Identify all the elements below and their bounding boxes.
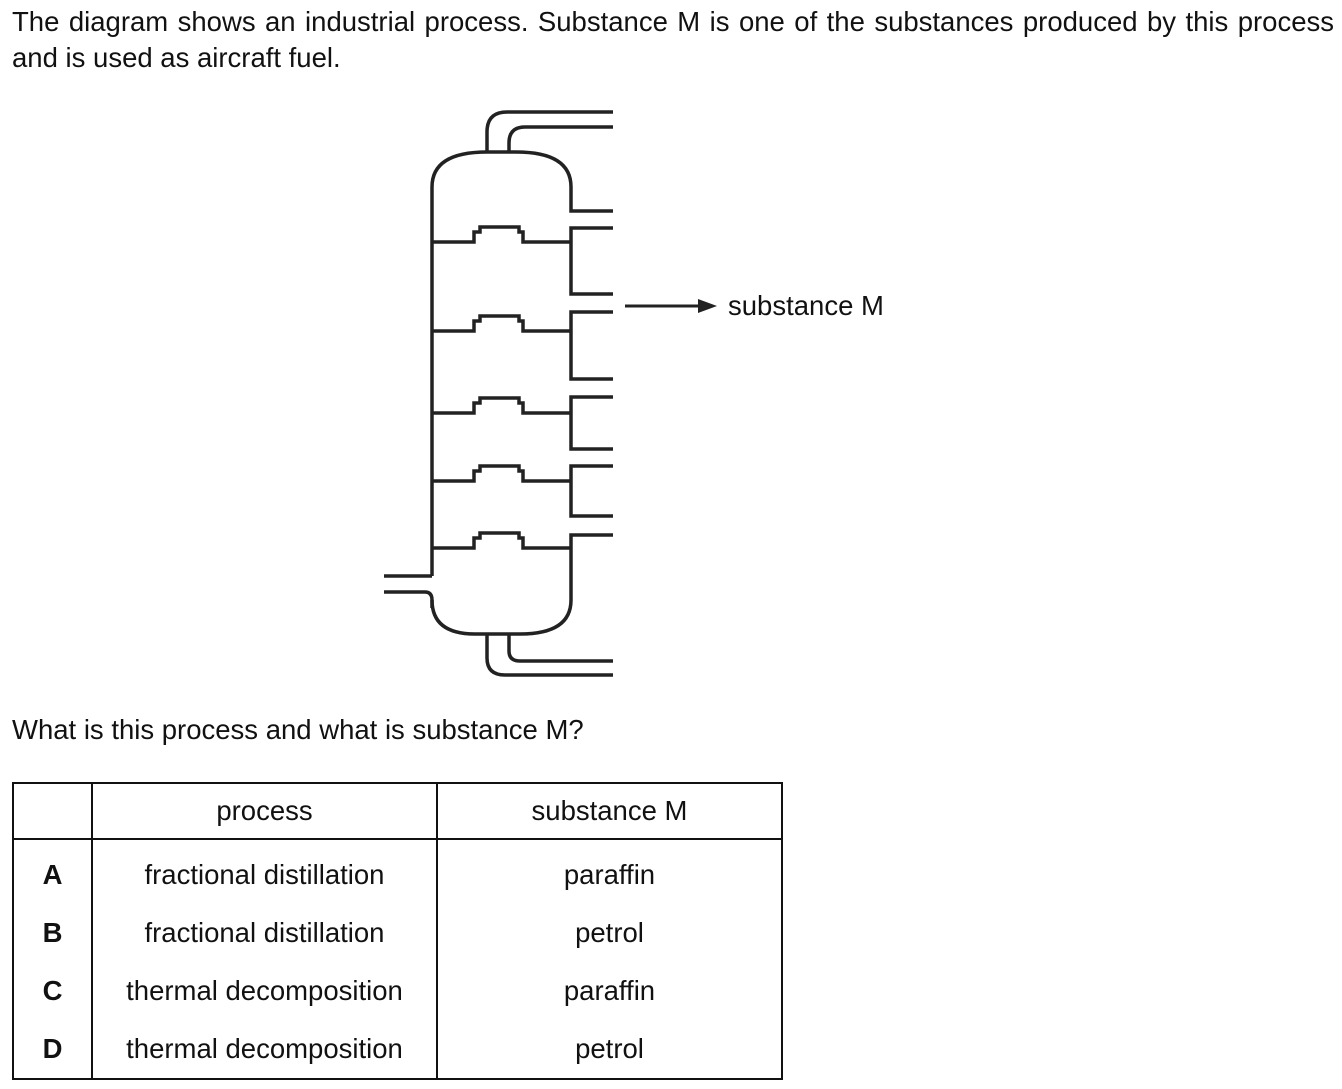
table-row: D thermal decomposition petrol <box>12 1020 783 1080</box>
top-outlet-pipe <box>485 110 613 152</box>
tray-4 <box>432 464 571 483</box>
tray-2 <box>432 314 571 333</box>
column-bottom-dome <box>430 533 613 636</box>
header-process: process <box>91 782 438 840</box>
table-header-row: process substance M <box>12 782 783 840</box>
option-key: A <box>12 839 93 904</box>
option-process: thermal decomposition <box>91 1020 438 1080</box>
question-prompt: What is this process and what is substan… <box>12 714 584 745</box>
table-row: C thermal decomposition paraffin <box>12 962 783 1020</box>
option-key: D <box>12 1020 93 1080</box>
substance-m-arrowhead <box>698 299 717 313</box>
column-top-dome <box>430 150 613 237</box>
option-substance: paraffin <box>436 962 783 1020</box>
substance-m-label: substance M <box>728 290 884 321</box>
header-key <box>12 782 93 840</box>
tray-1 <box>432 225 571 244</box>
option-process: fractional distillation <box>91 839 438 904</box>
option-process: thermal decomposition <box>91 962 438 1020</box>
draw-off-1 <box>569 226 613 296</box>
option-key: C <box>12 962 93 1020</box>
option-substance: petrol <box>436 1020 783 1080</box>
table-row: A fractional distillation paraffin <box>12 839 783 904</box>
header-substance: substance M <box>436 782 783 840</box>
tray-5 <box>432 531 571 550</box>
answer-table: process substance M A fractional distill… <box>12 782 783 1080</box>
table-row: B fractional distillation petrol <box>12 904 783 962</box>
bottom-outlet-pipe <box>485 634 613 677</box>
option-substance: paraffin <box>436 839 783 904</box>
draw-off-2 <box>569 310 613 381</box>
option-process: fractional distillation <box>91 904 438 962</box>
option-substance: petrol <box>436 904 783 962</box>
tray-3 <box>432 396 571 415</box>
option-key: B <box>12 904 93 962</box>
draw-off-3 <box>569 395 613 451</box>
question-intro: The diagram shows an industrial process.… <box>12 6 1334 73</box>
draw-off-4 <box>569 464 613 518</box>
